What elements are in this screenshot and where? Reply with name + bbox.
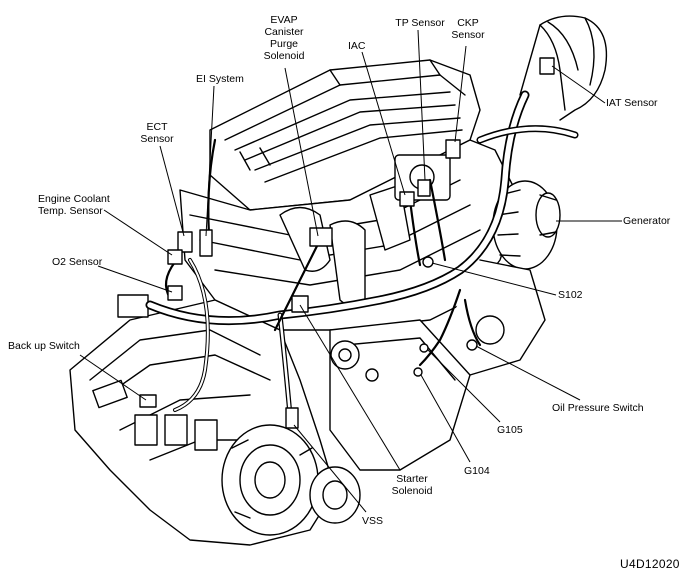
label-vss: VSS xyxy=(362,515,384,527)
leader-engine-coolant xyxy=(103,209,173,256)
starter-solenoid-part xyxy=(291,295,309,313)
intake-manifold xyxy=(279,206,331,272)
label-iac: IAC xyxy=(348,40,366,52)
leader-evap xyxy=(284,67,319,237)
leader-iat-sensor xyxy=(551,65,606,104)
label-o2-sensor: O2 Sensor xyxy=(52,256,103,268)
engine-coolant-sensor-part xyxy=(167,249,183,265)
leader-g105 xyxy=(427,349,501,423)
throttle-body xyxy=(394,154,451,201)
g104-ground xyxy=(413,367,423,377)
backup-switch-part xyxy=(139,394,157,408)
ect-sensor-part xyxy=(177,231,193,253)
label-tp-sensor: TP Sensor xyxy=(395,17,445,29)
leader-s102 xyxy=(431,262,557,296)
leader-ect-sensor xyxy=(159,145,185,237)
label-engine-coolant-temp-sensor: Engine Coolant Temp. Sensor xyxy=(38,193,110,217)
tp-sensor-part xyxy=(417,179,431,197)
leader-ei-system xyxy=(205,85,215,237)
ckp-sensor-part xyxy=(445,139,461,159)
label-iat-sensor: IAT Sensor xyxy=(606,97,658,109)
iat-sensor-part xyxy=(539,57,555,75)
label-generator: Generator xyxy=(623,215,671,227)
o2-sensor-part xyxy=(167,285,183,301)
leader-o2-sensor xyxy=(97,265,173,293)
leader-oil-pressure xyxy=(475,345,581,401)
generator-body xyxy=(492,180,561,270)
leader-g104 xyxy=(420,374,471,463)
label-back-up-switch: Back up Switch xyxy=(8,340,80,352)
figure-id: U4D12020 xyxy=(620,557,680,571)
label-g104: G104 xyxy=(464,465,490,477)
evap-solenoid-part xyxy=(309,227,333,247)
leader-starter-solenoid xyxy=(299,304,401,471)
label-oil-pressure-switch: Oil Pressure Switch xyxy=(552,402,644,414)
leader-back-up-switch xyxy=(79,354,147,401)
label-ckp-sensor: CKP Sensor xyxy=(451,17,485,41)
oil-pressure-switch-part xyxy=(466,339,478,351)
label-g105: G105 xyxy=(497,424,523,436)
label-starter-solenoid: Starter Solenoid xyxy=(391,473,433,497)
leader-iac xyxy=(361,51,406,196)
leader-tp-sensor xyxy=(417,29,426,181)
intake-air-duct xyxy=(519,15,608,121)
leader-vss xyxy=(293,424,367,513)
iac-part xyxy=(399,191,415,207)
label-s102: S102 xyxy=(558,289,583,301)
label-ei-system: EI System xyxy=(196,73,244,85)
g105-ground xyxy=(419,343,429,353)
label-evap-canister-purge-solenoid: EVAP Canister Purge Solenoid xyxy=(263,14,305,62)
label-ect-sensor: ECT Sensor xyxy=(140,121,174,145)
leader-ckp-sensor xyxy=(454,45,467,143)
s102-splice xyxy=(422,256,434,268)
vss-part xyxy=(285,407,299,429)
